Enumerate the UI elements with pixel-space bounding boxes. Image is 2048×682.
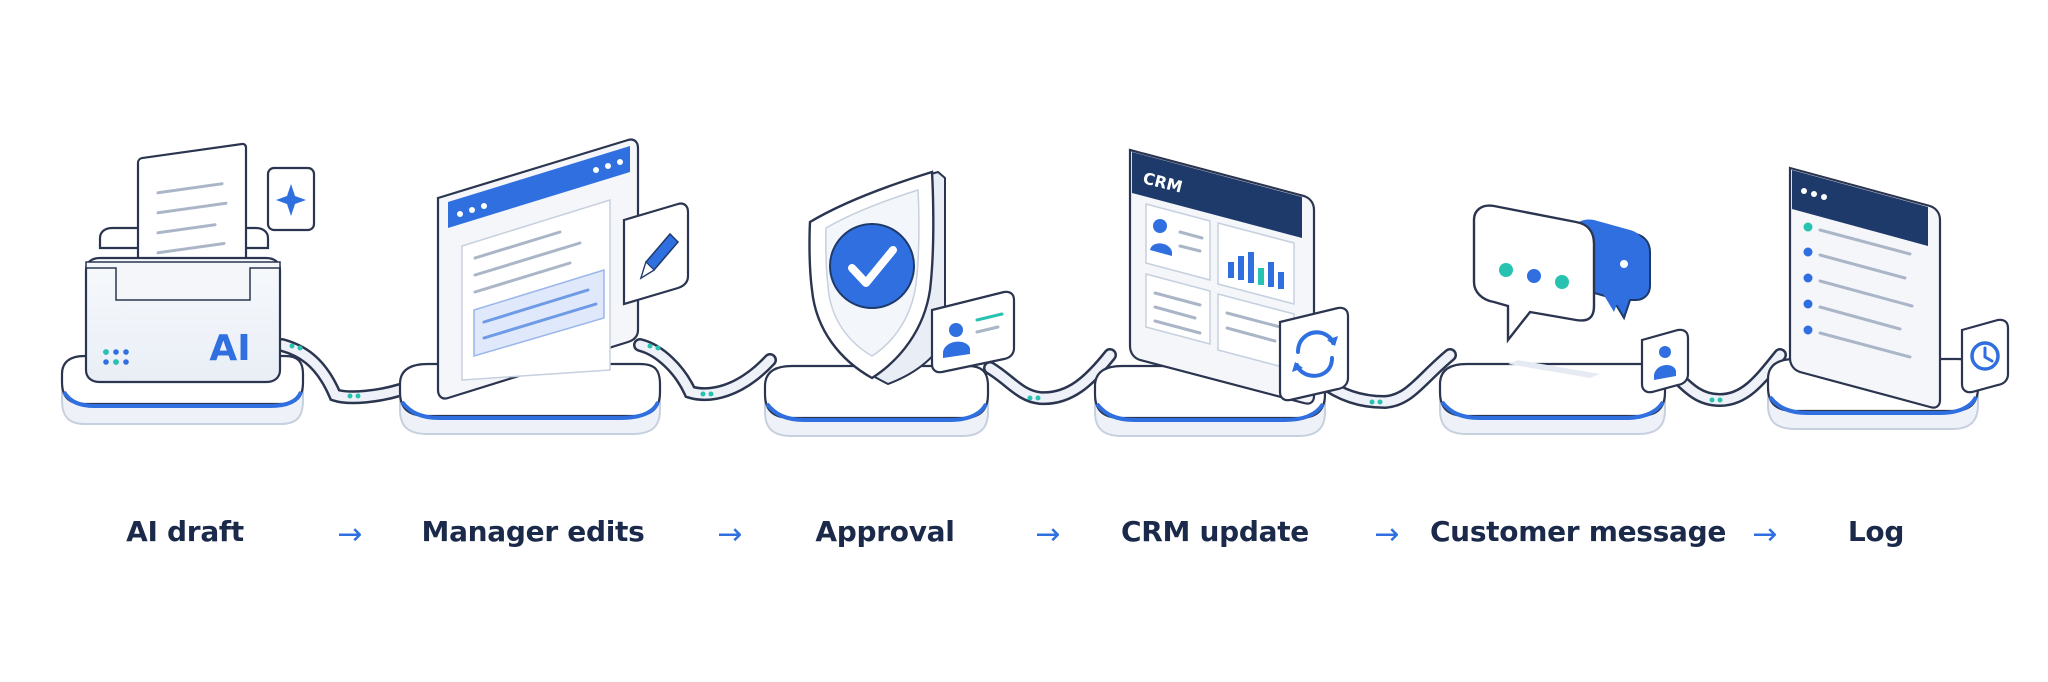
- connector-5: [1665, 348, 1787, 408]
- chat-bubble-icon: [1472, 204, 1651, 378]
- ai-printer-icon: AI: [84, 142, 282, 384]
- step-label-log: Log: [1847, 515, 1905, 548]
- sync-icon: [1278, 306, 1350, 402]
- clock-icon: [1960, 318, 2010, 394]
- log-list-icon: [1788, 166, 1942, 409]
- step-label-crm-update: CRM update: [1120, 515, 1310, 548]
- shield-check-icon: [808, 170, 946, 386]
- platform-5: [1438, 362, 1667, 435]
- step-label-ai-draft: AI draft: [126, 515, 244, 548]
- sparkle-icon: [266, 166, 316, 232]
- platform-3: [763, 364, 990, 437]
- flow-arrow-3: →: [1035, 517, 1061, 552]
- edit-window-icon: [436, 138, 640, 400]
- flow-arrow-2: →: [717, 517, 743, 552]
- connector-4: [1313, 348, 1457, 410]
- user-badge-icon: [1640, 328, 1690, 394]
- flow-arrow-5: →: [1752, 517, 1778, 552]
- flow-arrow-4: →: [1374, 517, 1400, 552]
- crm-dashboard-icon: CRM: [1128, 148, 1316, 405]
- pencil-icon: [622, 202, 690, 306]
- connector-1: [275, 338, 407, 405]
- connector-2: [633, 338, 777, 402]
- flow-arrow-1: →: [337, 517, 363, 552]
- id-card-icon: [930, 290, 1016, 374]
- step-label-approval: Approval: [815, 515, 955, 548]
- connector-3: [983, 348, 1117, 406]
- step-label-manager-edits: Manager edits: [421, 515, 645, 548]
- step-label-customer-message: Customer message: [1429, 515, 1727, 548]
- ai-mark: AI: [209, 328, 250, 369]
